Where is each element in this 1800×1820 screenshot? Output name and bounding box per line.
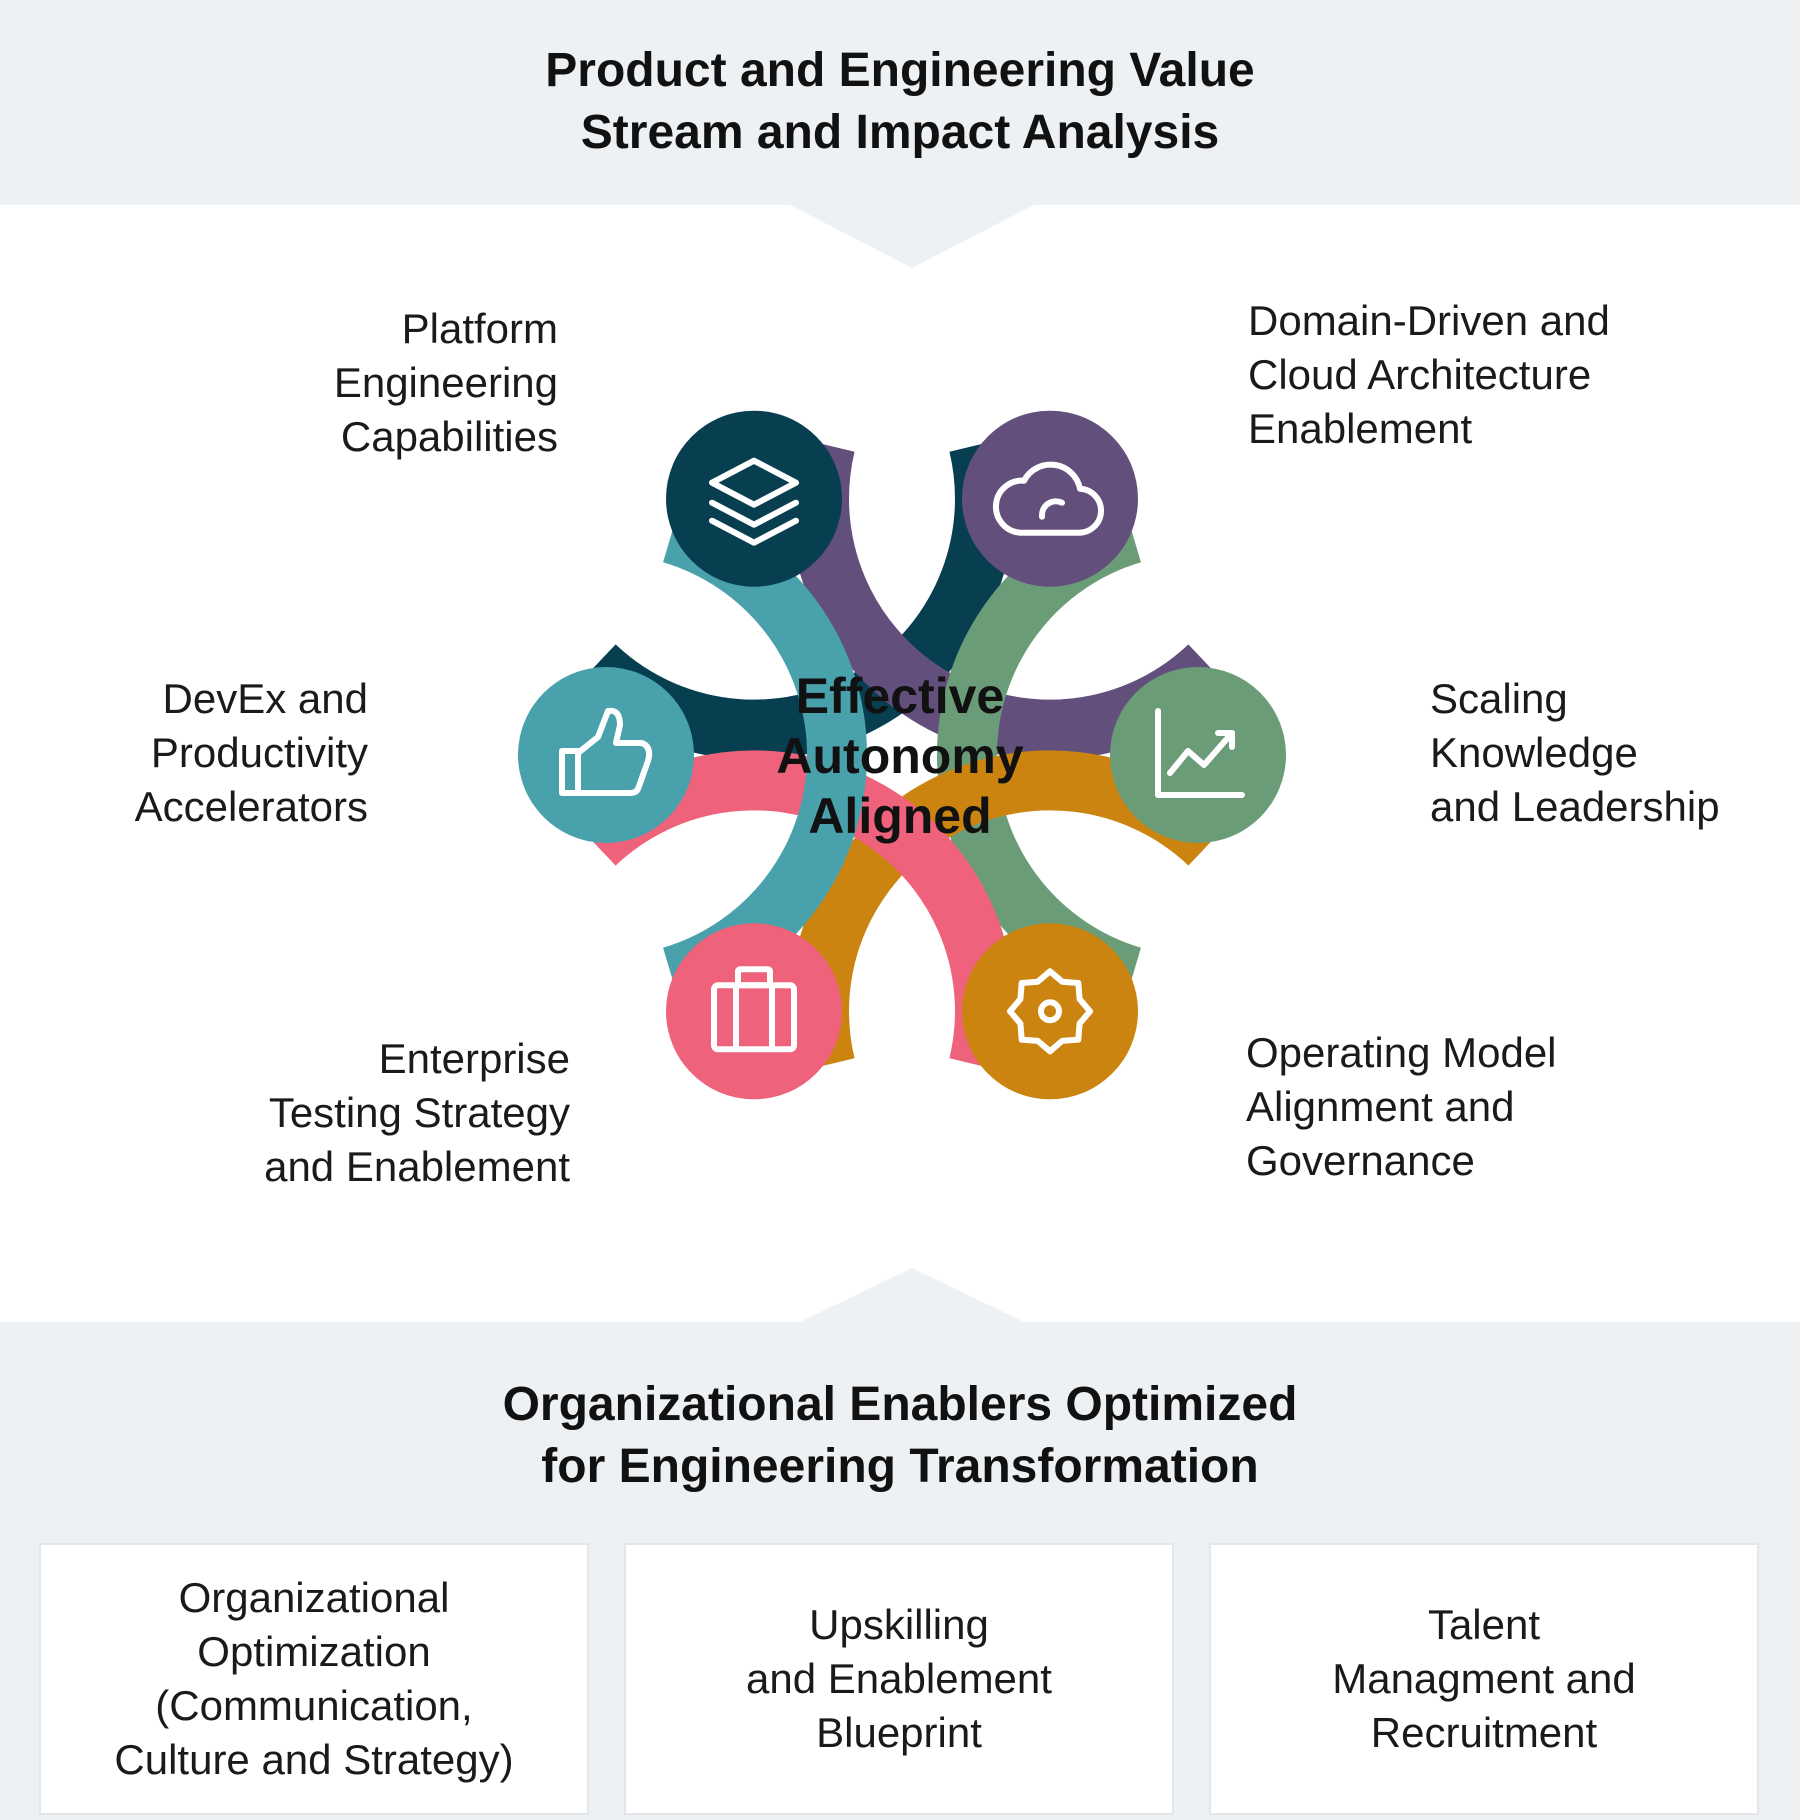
top-title: Product and Engineering Value Stream and… [545,44,1255,159]
briefcase-icon [711,966,797,1053]
thumb-hand [575,707,653,796]
enabler-card-talent: Talent Managment and Recruitment [1209,1543,1759,1815]
enabler-card-upskilling: Upskilling and Enablement Blueprint [624,1543,1174,1815]
segment-label-operating: Operating Model Alignment and Governance [1246,1029,1557,1184]
segment-label-scaling: Scaling Knowledge and Leadership [1430,675,1720,830]
chart-line [1167,730,1235,776]
circle-bg [1110,667,1286,843]
segment-circle-thumbs-up [518,667,694,843]
cloud-outline [993,461,1104,536]
chart-arrow [1215,730,1235,750]
layer-top [709,457,799,508]
cloud-icon [993,461,1104,536]
chart-axes [1155,708,1245,798]
segment-circle-briefcase [666,923,842,1100]
segment-label-devex: DevEx and Productivity Accelerators [134,675,368,830]
layer-bottom [709,517,799,546]
case-handle [735,966,773,989]
enabler-card-org: Organizational Optimization (Communicati… [39,1543,589,1815]
circle-bg [962,923,1138,1100]
circle-bg [666,923,842,1100]
segment-label-domain: Domain-Driven and Cloud Architecture Ena… [1248,297,1610,452]
layer-mid [709,499,799,528]
header-band [0,0,1800,205]
gear-hub [1038,999,1062,1024]
circle-bg [518,667,694,843]
enabler-label-org: Organizational Optimization (Communicati… [114,1574,514,1783]
cloud-inner [1038,498,1065,520]
layers-icon [709,457,799,546]
enabler-label-talent: Talent Managment and Recruitment [1332,1601,1636,1756]
center-title: Effective Autonomy Aligned [776,668,1024,844]
thumbs-up-icon [559,707,653,796]
circle-bg [666,410,842,587]
segment-circle-cloud [962,410,1138,587]
line-chart-icon [1155,708,1245,798]
gear-outline [1007,968,1093,1055]
enabler-label-upskilling: Upskilling and Enablement Blueprint [746,1601,1052,1756]
circle-group [518,410,1286,1100]
segment-label-testing: Enterprise Testing Strategy and Enableme… [264,1035,570,1190]
segment-circle-gear [962,923,1138,1100]
segment-circle-layers [666,410,842,587]
circle-bg [962,410,1138,587]
segment-label-platform: Platform Engineering Capabilities [333,305,558,460]
bottom-title: Organizational Enablers Optimized for En… [502,1378,1298,1493]
segment-circle-line-chart [1110,667,1286,843]
gear-icon [1007,968,1093,1055]
